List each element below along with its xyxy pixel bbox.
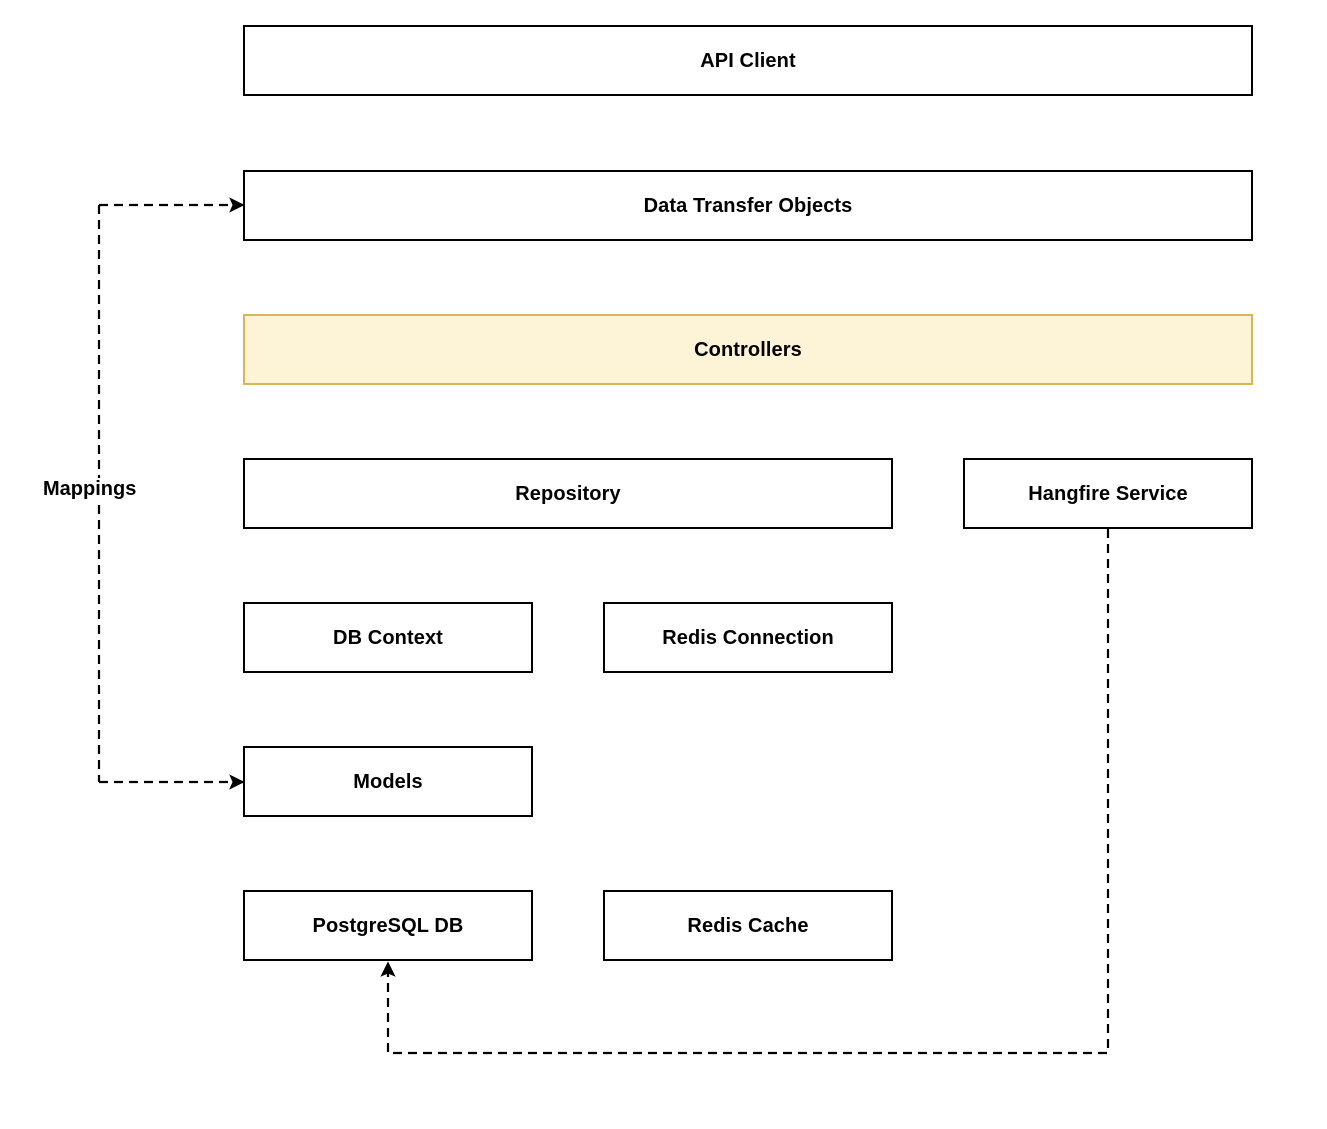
node-controllers[interactable]: Controllers (243, 314, 1253, 385)
node-redis-connection[interactable]: Redis Connection (603, 602, 893, 673)
node-redis-connection-label: Redis Connection (662, 626, 834, 649)
edge-hangfire-to-postgresql (380, 529, 1110, 1055)
node-api-client-label: API Client (700, 49, 796, 72)
node-hangfire-service[interactable]: Hangfire Service (963, 458, 1253, 529)
node-data-transfer-objects-label: Data Transfer Objects (643, 194, 853, 217)
node-redis-cache[interactable]: Redis Cache (603, 890, 893, 961)
node-api-client[interactable]: API Client (243, 25, 1253, 96)
node-db-context-label: DB Context (333, 626, 443, 649)
node-postgresql-db-label: PostgreSQL DB (312, 914, 464, 937)
node-repository-label: Repository (515, 482, 621, 505)
node-models[interactable]: Models (243, 746, 533, 817)
edge-label-mappings: Mappings (40, 478, 140, 501)
node-postgresql-db[interactable]: PostgreSQL DB (243, 890, 533, 961)
node-redis-cache-label: Redis Cache (687, 914, 809, 937)
node-db-context[interactable]: DB Context (243, 602, 533, 673)
node-controllers-label: Controllers (694, 338, 802, 361)
node-models-label: Models (353, 770, 423, 793)
node-repository[interactable]: Repository (243, 458, 893, 529)
node-hangfire-service-label: Hangfire Service (1028, 482, 1188, 505)
node-data-transfer-objects[interactable]: Data Transfer Objects (243, 170, 1253, 241)
